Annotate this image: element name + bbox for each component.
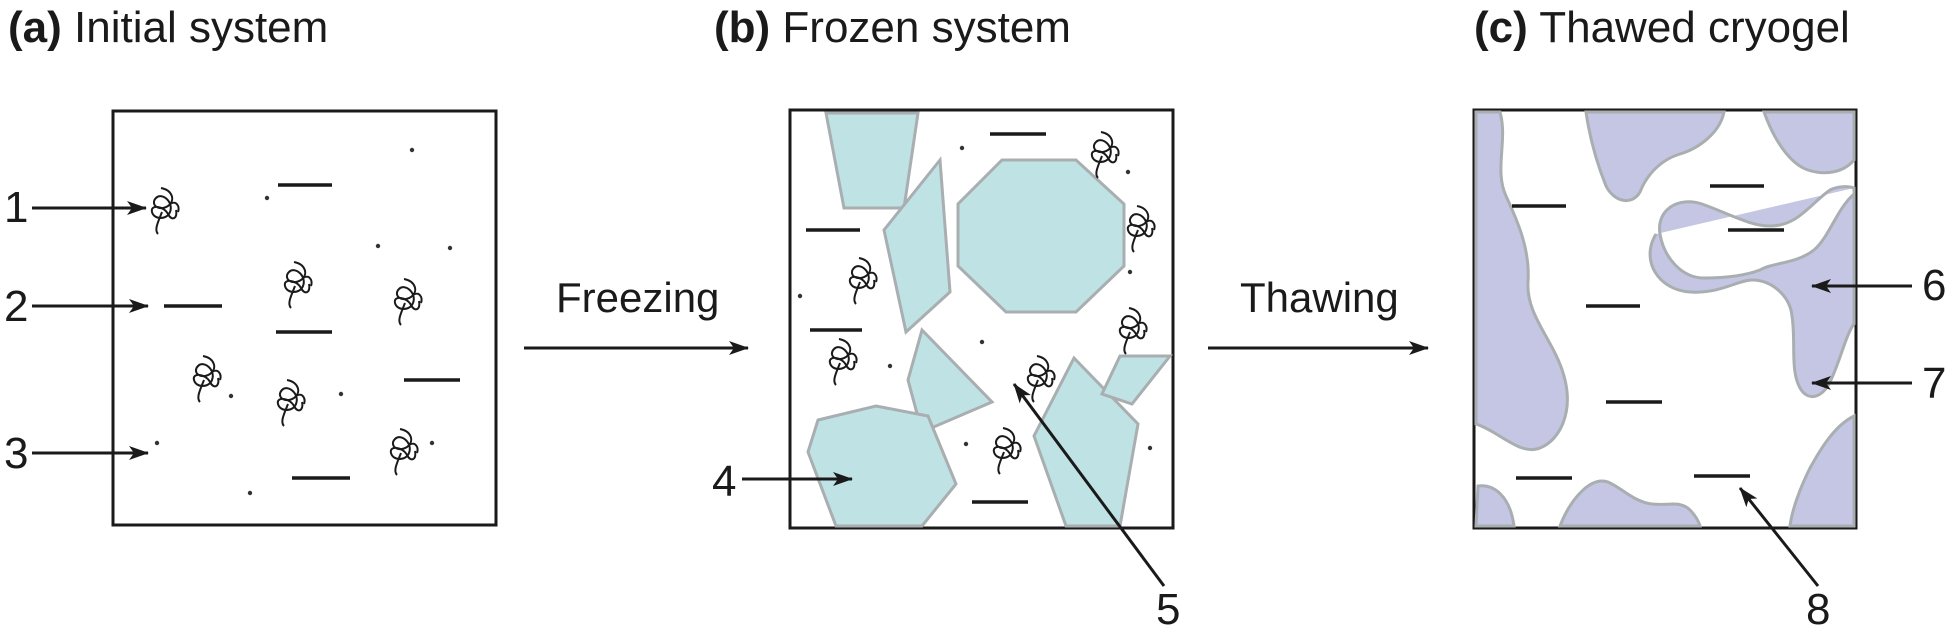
- panel-c: [1472, 108, 1858, 530]
- panel-a-title: (a) Initial system: [8, 3, 328, 52]
- panel-b: [788, 108, 1175, 530]
- callout-8-label: 8: [1806, 585, 1830, 631]
- panel-a-box: [111, 109, 498, 527]
- panel-a-crosslinkers: [164, 183, 460, 480]
- callout-5-arrow: [1012, 383, 1166, 587]
- callout-8-arrow: [1738, 487, 1820, 587]
- freezing-label: Freezing: [556, 274, 719, 321]
- callout-6-label: 6: [1922, 261, 1946, 310]
- panel-c-crosslinkers: [1512, 184, 1784, 480]
- panel-b-solvent-dots: [797, 145, 1153, 451]
- callout-5-label: 5: [1156, 585, 1180, 631]
- panel-c-gel-walls: [1474, 110, 1856, 528]
- panel-a-solvent-dots: [154, 147, 453, 496]
- panel-b-crosslinkers: [806, 132, 1046, 504]
- panel-c-title: (c) Thawed cryogel: [1474, 3, 1850, 52]
- panel-a: [111, 109, 498, 527]
- callout-1-label: 1: [4, 183, 28, 232]
- callout-4-label: 4: [712, 457, 736, 506]
- thawing-label: Thawing: [1240, 274, 1399, 321]
- panel-b-title: (b) Frozen system: [714, 3, 1071, 52]
- callout-3-label: 3: [4, 429, 28, 478]
- panel-b-ice-crystals: [806, 111, 1174, 528]
- callout-7-label: 7: [1922, 359, 1946, 408]
- callout-2-label: 2: [4, 282, 28, 331]
